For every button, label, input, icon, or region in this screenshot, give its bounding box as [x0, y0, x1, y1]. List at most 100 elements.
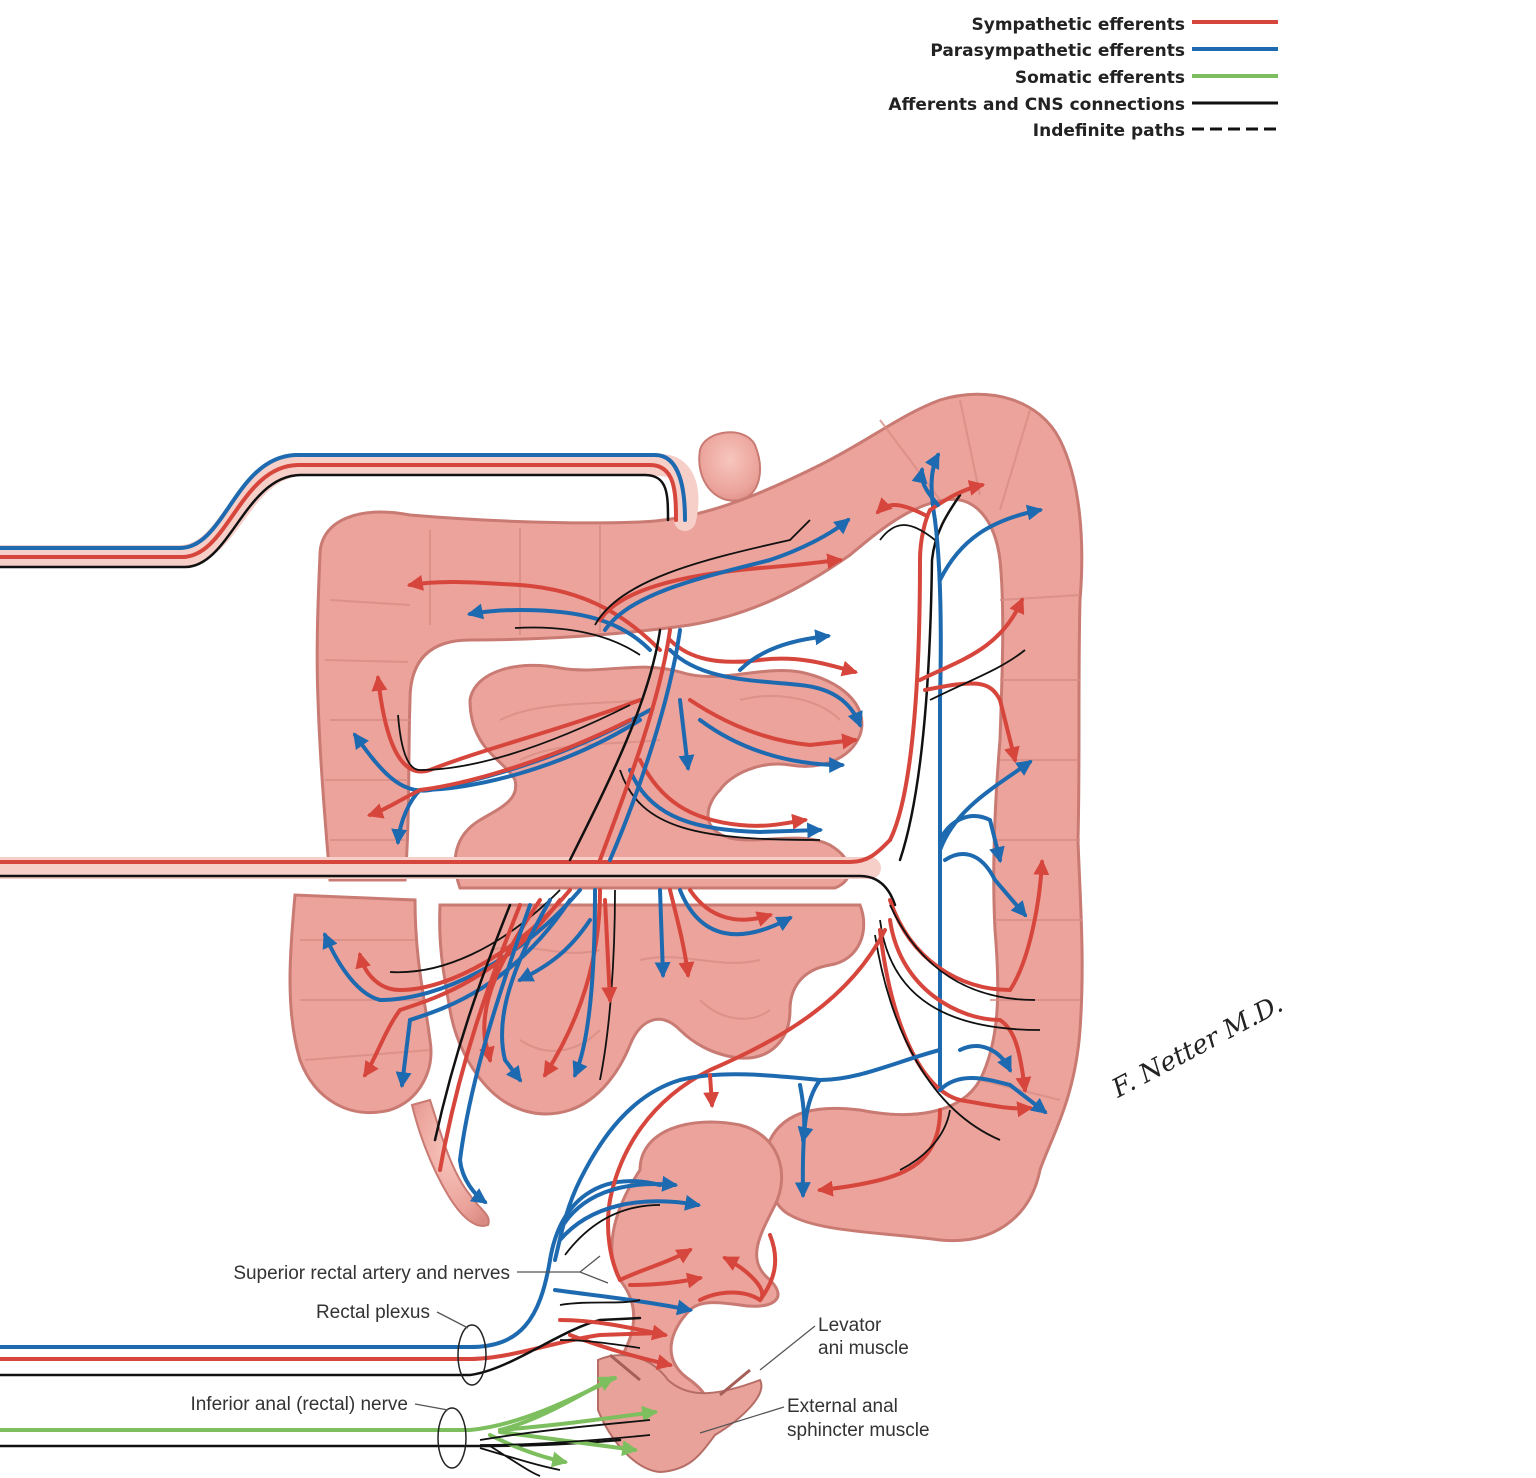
somatic-branch-2 [498, 1405, 659, 1432]
ileocolic-parasympathetic [457, 903, 532, 1204]
sigmoid-symp-3 [703, 1073, 720, 1109]
sigmoid-symp-1 [878, 928, 1034, 1118]
top-trunk-sympathetic [0, 463, 678, 559]
splenic-para-1 [924, 452, 940, 522]
rectal-para-3 [553, 1288, 694, 1316]
ileal-para-5 [517, 918, 592, 982]
legend-item-sympathetic: Sympathetic efferents [972, 15, 1278, 35]
left-colic-sympathetic [888, 508, 932, 842]
small-intestine [300, 399, 1082, 1116]
ileal-para-7 [678, 888, 793, 937]
somatic-branch-1 [498, 1376, 615, 1432]
legend-label-somatic: Somatic efferents [1015, 68, 1185, 88]
levator-ani-muscle [609, 1353, 751, 1397]
desc-para-3 [943, 852, 1028, 918]
ileal-symp-7 [688, 888, 774, 927]
branch-para-1 [466, 603, 652, 652]
ima-sympathetic [606, 928, 887, 1282]
rectal-aff-1 [564, 1204, 661, 1256]
sigmoid-aff-2 [899, 1109, 951, 1171]
branch-para-4 [738, 629, 832, 672]
rectal-symp-1 [618, 1248, 693, 1282]
bottom-trunk-parasympathetic [0, 1179, 662, 1349]
top-trunk-parasympathetic [0, 453, 687, 550]
branch-symp-6 [371, 674, 642, 774]
jejunum-loops [453, 663, 864, 890]
legend-item-somatic: Somatic efferents [1015, 68, 1278, 88]
label-superior-rectal: Superior rectal artery and nerves [233, 1263, 510, 1284]
left-colon-branches [553, 452, 1050, 1282]
branch-symp-3 [668, 638, 859, 677]
label-levator-line1: Levator [818, 1315, 882, 1336]
signature-text: F. Netter M.D. [1106, 989, 1288, 1105]
desc-aff-1 [929, 649, 1026, 701]
desc-symp-4 [888, 918, 1032, 1094]
leader-levator [759, 1325, 816, 1371]
branch-symp-4 [688, 698, 859, 750]
anal-canal [597, 1354, 763, 1474]
desc-symp-2 [923, 681, 1020, 764]
appendix [410, 1098, 490, 1227]
rectal-symp-5 [558, 1318, 669, 1341]
branch-symp-1 [406, 575, 662, 652]
desc-aff-2 [889, 904, 1036, 1001]
rectal-symp-4 [758, 1233, 778, 1302]
label-inferior-anal: Inferior anal (rectal) nerve [190, 1394, 408, 1415]
ileal-symp-4 [543, 888, 602, 1078]
legend-label-afferent: Afferents and CNS connections [888, 95, 1185, 115]
ileal-para-2 [395, 898, 572, 1089]
left-colic-afferent [898, 493, 962, 862]
colon-upper [315, 392, 1084, 1243]
branch-para-6 [678, 698, 695, 772]
ileal-para-3 [500, 898, 552, 1083]
branch-aff-3 [619, 769, 821, 841]
sigmoid-aff-1 [874, 934, 1001, 1141]
ileal-para-4 [572, 888, 597, 1078]
inferior-branches [322, 888, 793, 1204]
omental-appendage [698, 431, 761, 502]
legend-item-afferent: Afferents and CNS connections [888, 95, 1278, 115]
branch-aff-2 [594, 519, 811, 626]
sigmoid-para-4 [797, 1083, 814, 1144]
splenic-para-3 [911, 466, 940, 507]
legend: Sympathetic efferents Parasympathetic ef… [888, 15, 1278, 141]
desc-para-2 [938, 814, 1005, 864]
branch-aff-1 [514, 626, 641, 656]
mid-trunk-afferent [0, 874, 897, 907]
anatomy-labels: Superior rectal artery and nerves Rectal… [190, 1255, 930, 1441]
rectal-branches [437, 1175, 778, 1477]
superior-branches [353, 517, 863, 862]
branch-aff-4 [397, 704, 631, 771]
label-levator-line2: ani muscle [818, 1338, 909, 1359]
sigmoid-para-2 [958, 1044, 1012, 1073]
branch-para-2 [603, 517, 851, 632]
leader-inferior-anal [414, 1403, 449, 1411]
sigmoid-para-1 [938, 1076, 1048, 1114]
pudendal-afferent [0, 1438, 622, 1448]
rectal-plexus-ring [457, 1324, 487, 1386]
somatic-aff-fan [479, 1419, 651, 1477]
desc-aff-3 [879, 919, 1041, 1031]
ileal-symp-6 [668, 888, 695, 979]
ileal-para-6 [654, 888, 671, 979]
pelvic-splanchnic-parasympathetic [553, 1048, 942, 1262]
ascending-colon-cecum [288, 893, 433, 1115]
legend-label-sympathetic: Sympathetic efferents [972, 15, 1185, 35]
sma-stem-afferent [568, 628, 662, 862]
branch-para-5 [698, 718, 846, 773]
artist-signature: F. Netter M.D. [1106, 989, 1288, 1105]
leader-external [699, 1406, 785, 1434]
large-intestine [288, 392, 1084, 1474]
rectal-para-1 [558, 1175, 679, 1232]
leader-superior-rectal [517, 1255, 609, 1284]
sma-stem-sympathetic [598, 628, 672, 862]
mid-trunk-sympathetic [0, 838, 892, 864]
leader-rectal-plexus [436, 1311, 469, 1329]
rectal-para-2 [558, 1194, 702, 1242]
legend-item-indefinite: Indefinite paths [1033, 121, 1278, 141]
sma-stem-parasympathetic [608, 628, 682, 862]
label-rectal-plexus: Rectal plexus [316, 1302, 430, 1323]
branch-para-3 [668, 648, 863, 728]
splenic-para-2 [938, 504, 1044, 582]
